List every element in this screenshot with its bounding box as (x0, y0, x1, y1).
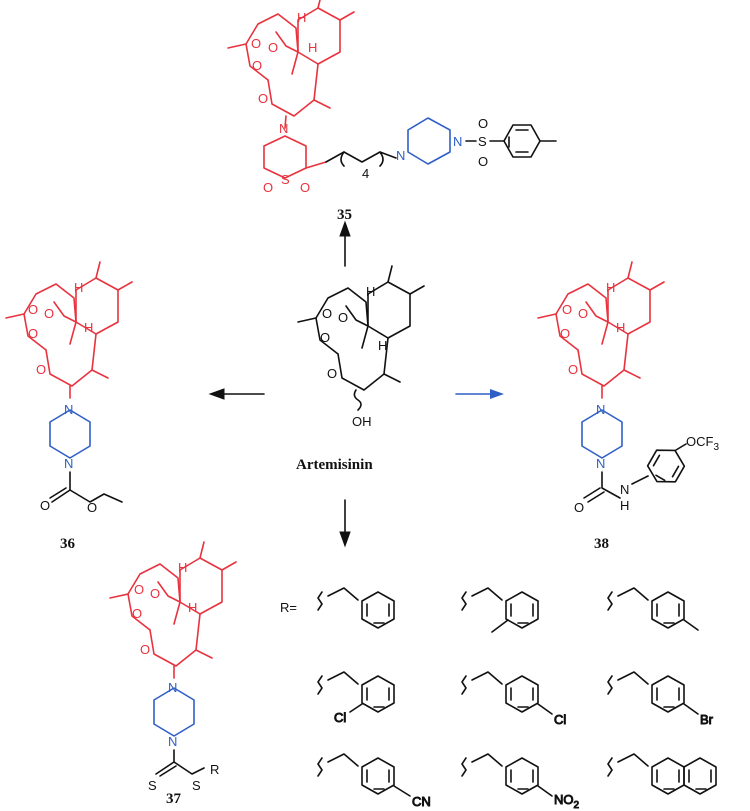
atom-o: O (568, 362, 578, 377)
atom-o: O (268, 40, 278, 55)
compound-label-35: 35 (337, 207, 352, 223)
compound-38: O O O O H H N N O N H OCF3 38 (537, 261, 719, 552)
atom-o: O (140, 642, 150, 657)
atom-s: S (281, 172, 290, 187)
r-4-bromobenzyl: Br (607, 671, 714, 728)
atom-cl: Cl (334, 710, 346, 725)
atom-n: N (596, 456, 605, 471)
atom-h: H (308, 40, 317, 55)
atom-o: O (134, 582, 144, 597)
r-benzyl (317, 587, 395, 629)
atom-n: N (279, 121, 288, 136)
atom-o: O (478, 154, 488, 169)
r-2-chlorobenzyl: Cl (317, 671, 395, 726)
atom-o: O (338, 310, 348, 325)
atom-cn: CN (412, 794, 431, 809)
atom-n: N (168, 734, 177, 749)
r-group: R (210, 762, 219, 777)
atom-o: O (132, 606, 142, 621)
r-4-methylbenzyl (607, 587, 699, 631)
arrow-right (455, 389, 504, 399)
repeat-count: 4 (362, 166, 369, 181)
atom-h: H (616, 320, 625, 335)
ocf3-group: OCF3 (686, 434, 719, 453)
atom-o: O (562, 302, 572, 317)
r-2-methylbenzyl (461, 587, 539, 633)
atom-br: Br (700, 712, 714, 727)
atom-o: O (263, 180, 273, 195)
atom-o: O (87, 500, 97, 515)
atom-h: H (606, 280, 615, 295)
arrow-down (339, 499, 351, 548)
atom-o: O (560, 326, 570, 341)
compound-label-37: 37 (166, 791, 182, 807)
artemisinin: O O O O H H OH Artemisinin (296, 265, 425, 473)
artemisinin-label: Artemisinin (296, 457, 373, 473)
atom-cl: Cl (554, 712, 566, 727)
atom-o: O (478, 116, 488, 131)
atom-o: O (322, 306, 332, 321)
compound-35: O O O O H H N S O O 4 N N S O O 35 (227, 0, 557, 223)
atom-h: H (366, 284, 375, 299)
compound-36: O O O O H H N N O O 36 (5, 261, 133, 552)
atom-n: N (168, 680, 177, 695)
atom-n: N (64, 456, 73, 471)
atom-o: O (300, 180, 310, 195)
atom-o: O (320, 330, 330, 345)
atom-o: O (36, 362, 46, 377)
arrow-up (339, 220, 351, 267)
atom-n: N (396, 148, 405, 163)
atom-o: O (150, 586, 160, 601)
atom-h: H (378, 338, 387, 353)
atom-nh: N (620, 482, 629, 497)
atom-o: O (40, 498, 50, 513)
atom-o: O (44, 306, 54, 321)
atom-s: S (192, 778, 201, 793)
atom-o: O (574, 500, 584, 515)
atom-s: S (148, 778, 157, 793)
atom-n: N (64, 402, 73, 417)
atom-o: O (28, 326, 38, 341)
atom-h: H (188, 600, 197, 615)
atom-h: H (74, 280, 83, 295)
nitro-group: NO2 (554, 792, 580, 811)
arrow-left (208, 388, 265, 400)
atom-h: H (620, 498, 629, 513)
atom-h: H (297, 10, 306, 25)
compound-label-36: 36 (60, 536, 76, 552)
atom-oh: OH (352, 414, 372, 429)
atom-n: N (596, 402, 605, 417)
atom-o: O (327, 366, 337, 381)
atom-o: O (258, 91, 268, 106)
atom-o: O (28, 302, 38, 317)
r-4-chlorobenzyl: Cl (461, 671, 567, 728)
r-equals-label: R= (280, 600, 297, 615)
r-2-naphthylmethyl (607, 753, 717, 795)
atom-h: H (84, 320, 93, 335)
compound-37: O O O O H H N N S S R 37 (109, 541, 237, 807)
atom-n: N (453, 134, 462, 149)
compound-label-38: 38 (594, 536, 609, 552)
r-4-cyanobenzyl: CN (317, 753, 431, 810)
r-4-nitrobenzyl: NO2 (461, 753, 580, 811)
r-groups: R= Cl (280, 587, 717, 811)
atom-o: O (251, 36, 261, 51)
atom-o: O (252, 58, 262, 73)
atom-s: S (478, 134, 487, 149)
atom-h: H (178, 560, 187, 575)
atom-o: O (578, 306, 588, 321)
